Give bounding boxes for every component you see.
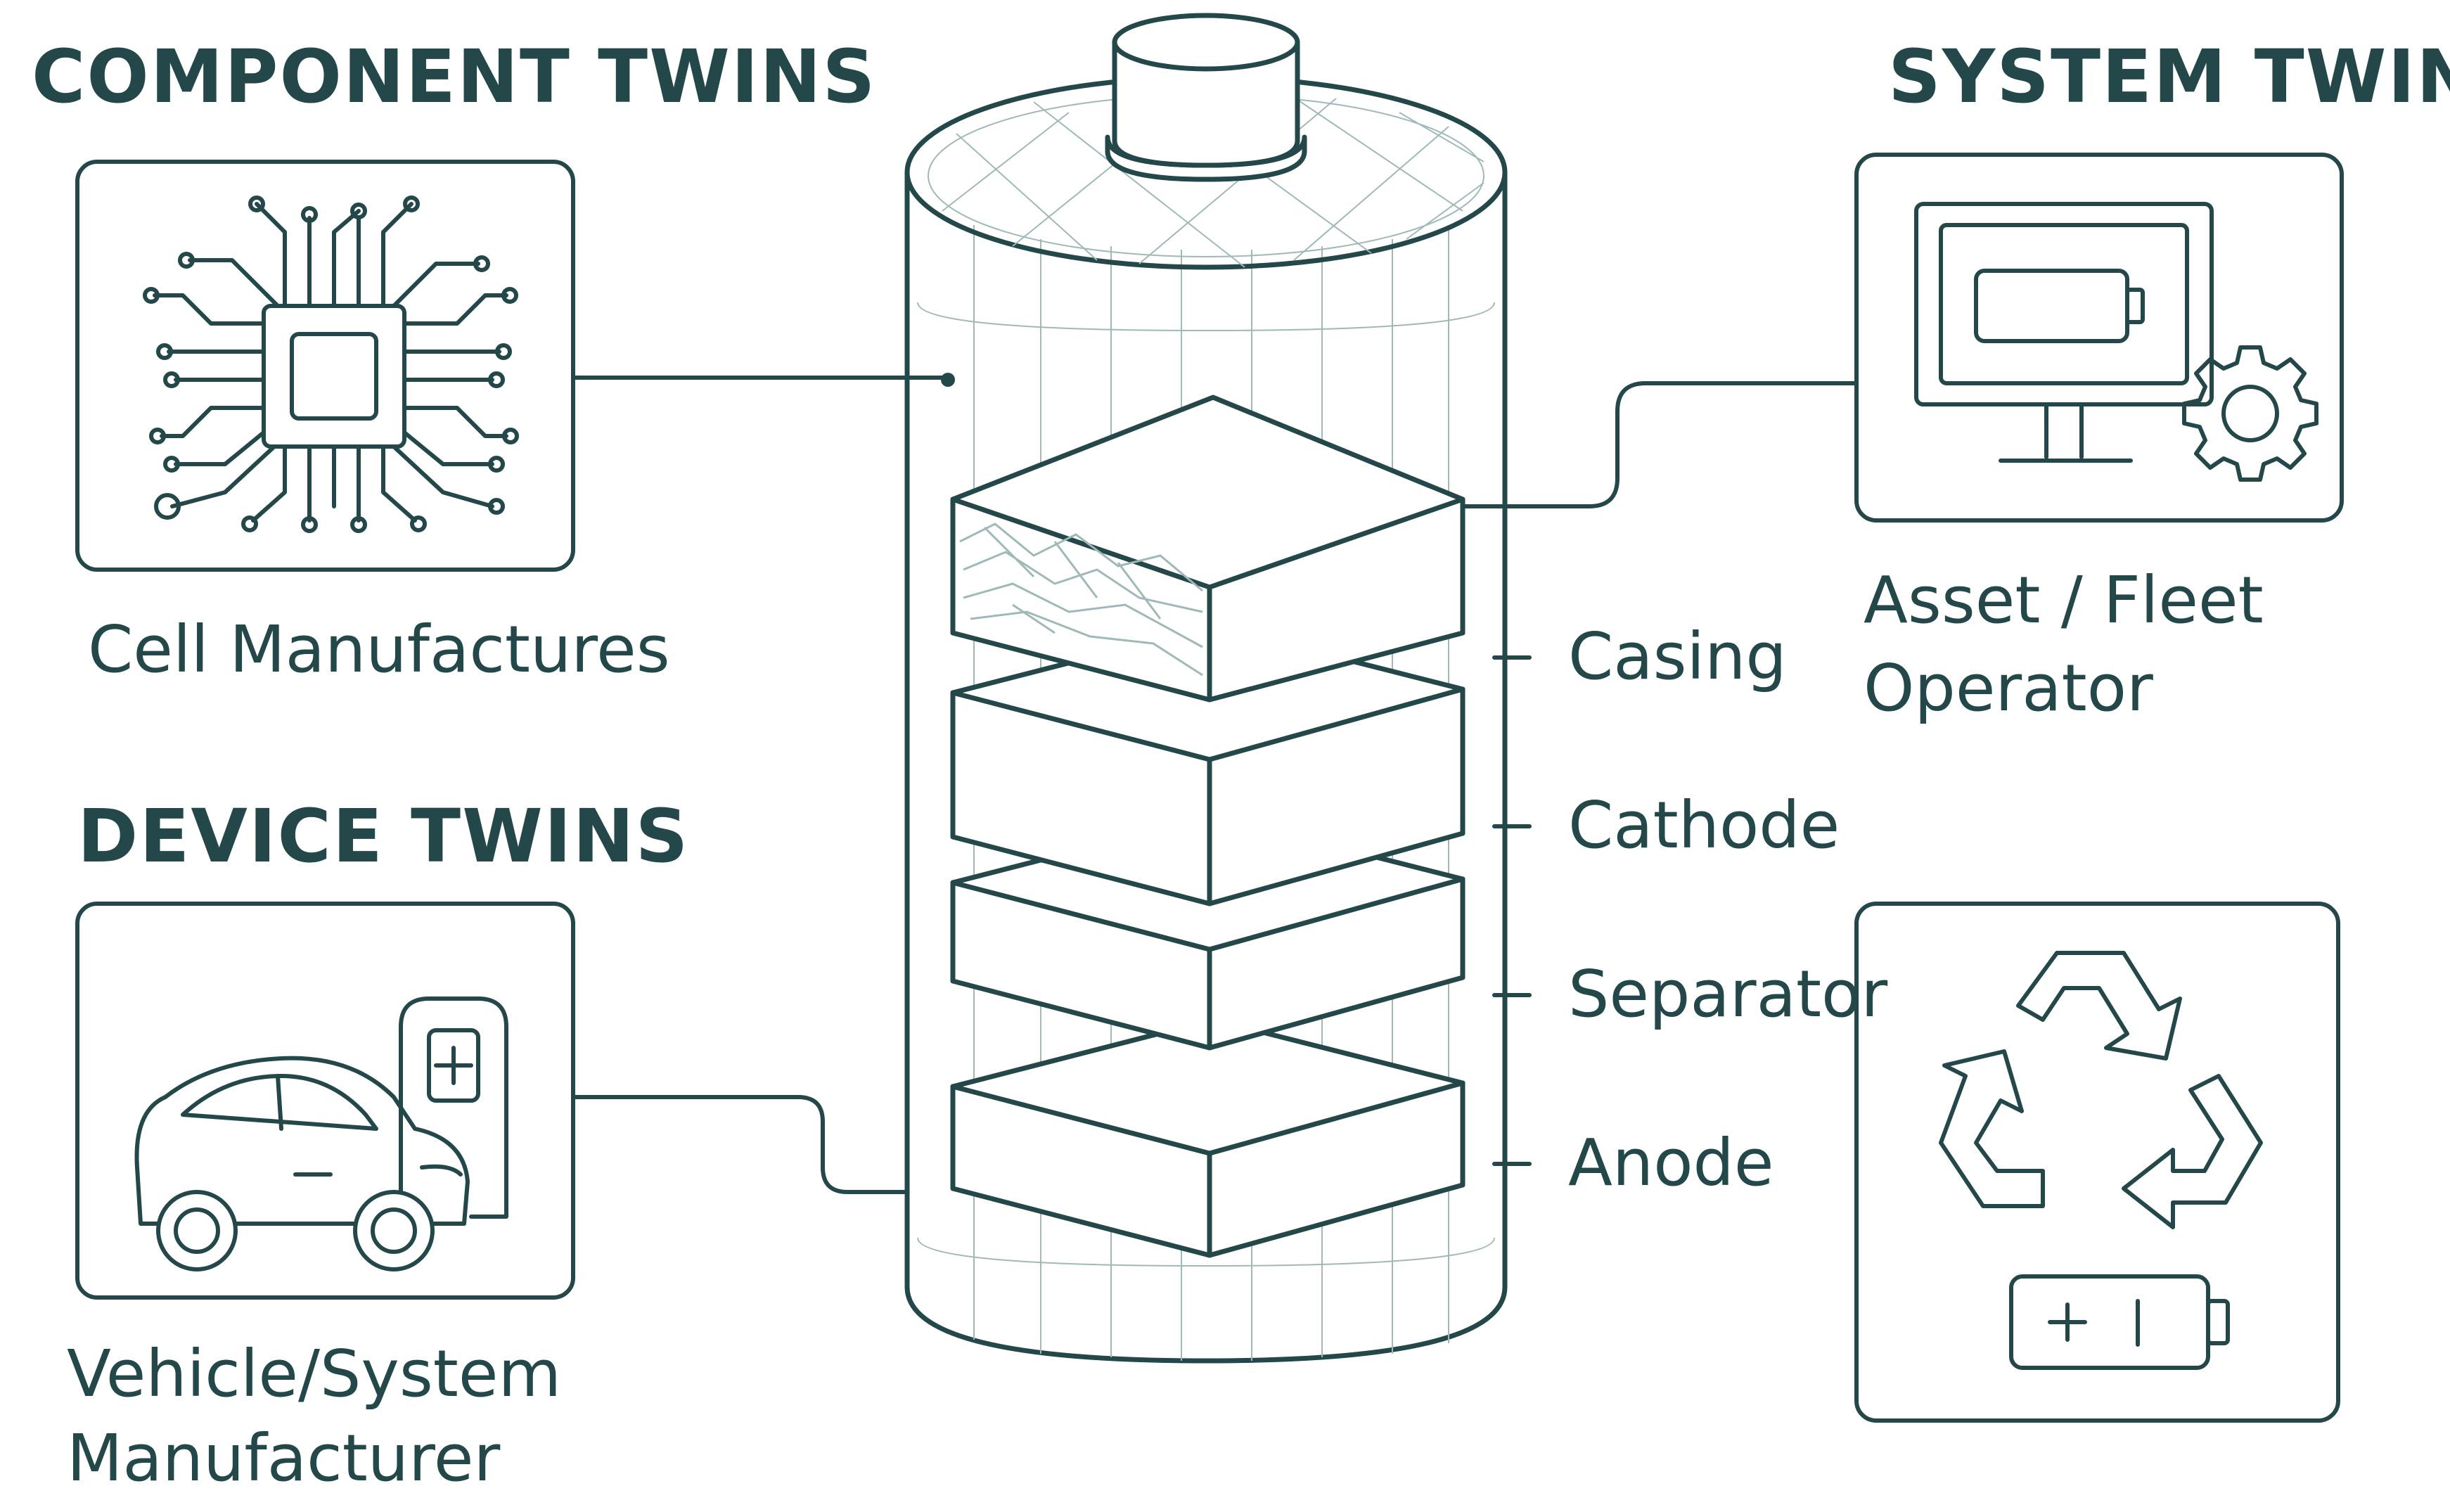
cell-manufactures-caption: Cell Manufactures xyxy=(88,612,670,687)
battery-terminal xyxy=(1105,13,1307,182)
layer-label-separator: Separator xyxy=(1568,956,1887,1032)
component-panel-box xyxy=(75,160,575,572)
device-twins-heading: DEVICE TWINS xyxy=(77,793,689,879)
component-twins-heading: COMPONENT TWINS xyxy=(32,34,876,120)
system-twins-panel xyxy=(1854,153,2344,523)
system-connector xyxy=(1461,381,1859,508)
anode-layer xyxy=(950,1017,1465,1258)
cathode-layer xyxy=(950,623,1465,906)
system-panel-box xyxy=(1854,153,2344,523)
car-charger-icon xyxy=(134,997,508,1271)
battery-cell-cutaway xyxy=(904,13,1532,1364)
recycle-battery-icon xyxy=(1939,951,2263,1370)
layer-label-cathode: Cathode xyxy=(1568,788,1840,863)
asset-fleet-caption-line2: Operator xyxy=(1864,651,2153,726)
layer-label-anode: Anode xyxy=(1568,1125,1774,1200)
device-panel-box xyxy=(75,902,575,1300)
vehicle-system-caption-line1: Vehicle/System xyxy=(67,1336,561,1411)
circuit-chip-icon xyxy=(143,196,519,533)
asset-fleet-caption-line1: Asset / Fleet xyxy=(1864,563,2264,638)
connectors xyxy=(571,373,1859,1194)
casing-layer xyxy=(950,395,1465,703)
recycle-panel-box xyxy=(1854,902,2340,1423)
component-twins-panel xyxy=(75,160,575,572)
monitor-battery-gear-icon xyxy=(1914,202,2318,482)
system-twins-heading: SYSTEM TWINS xyxy=(1888,34,2450,120)
device-twins-panel xyxy=(75,902,575,1300)
vehicle-system-caption-line2: Manufacturer xyxy=(67,1421,501,1496)
layer-label-casing: Casing xyxy=(1568,619,1787,694)
component-connector-dot xyxy=(941,373,955,387)
device-connector xyxy=(571,1095,909,1194)
recycle-panel xyxy=(1854,902,2340,1423)
battery-body xyxy=(904,169,1508,1364)
